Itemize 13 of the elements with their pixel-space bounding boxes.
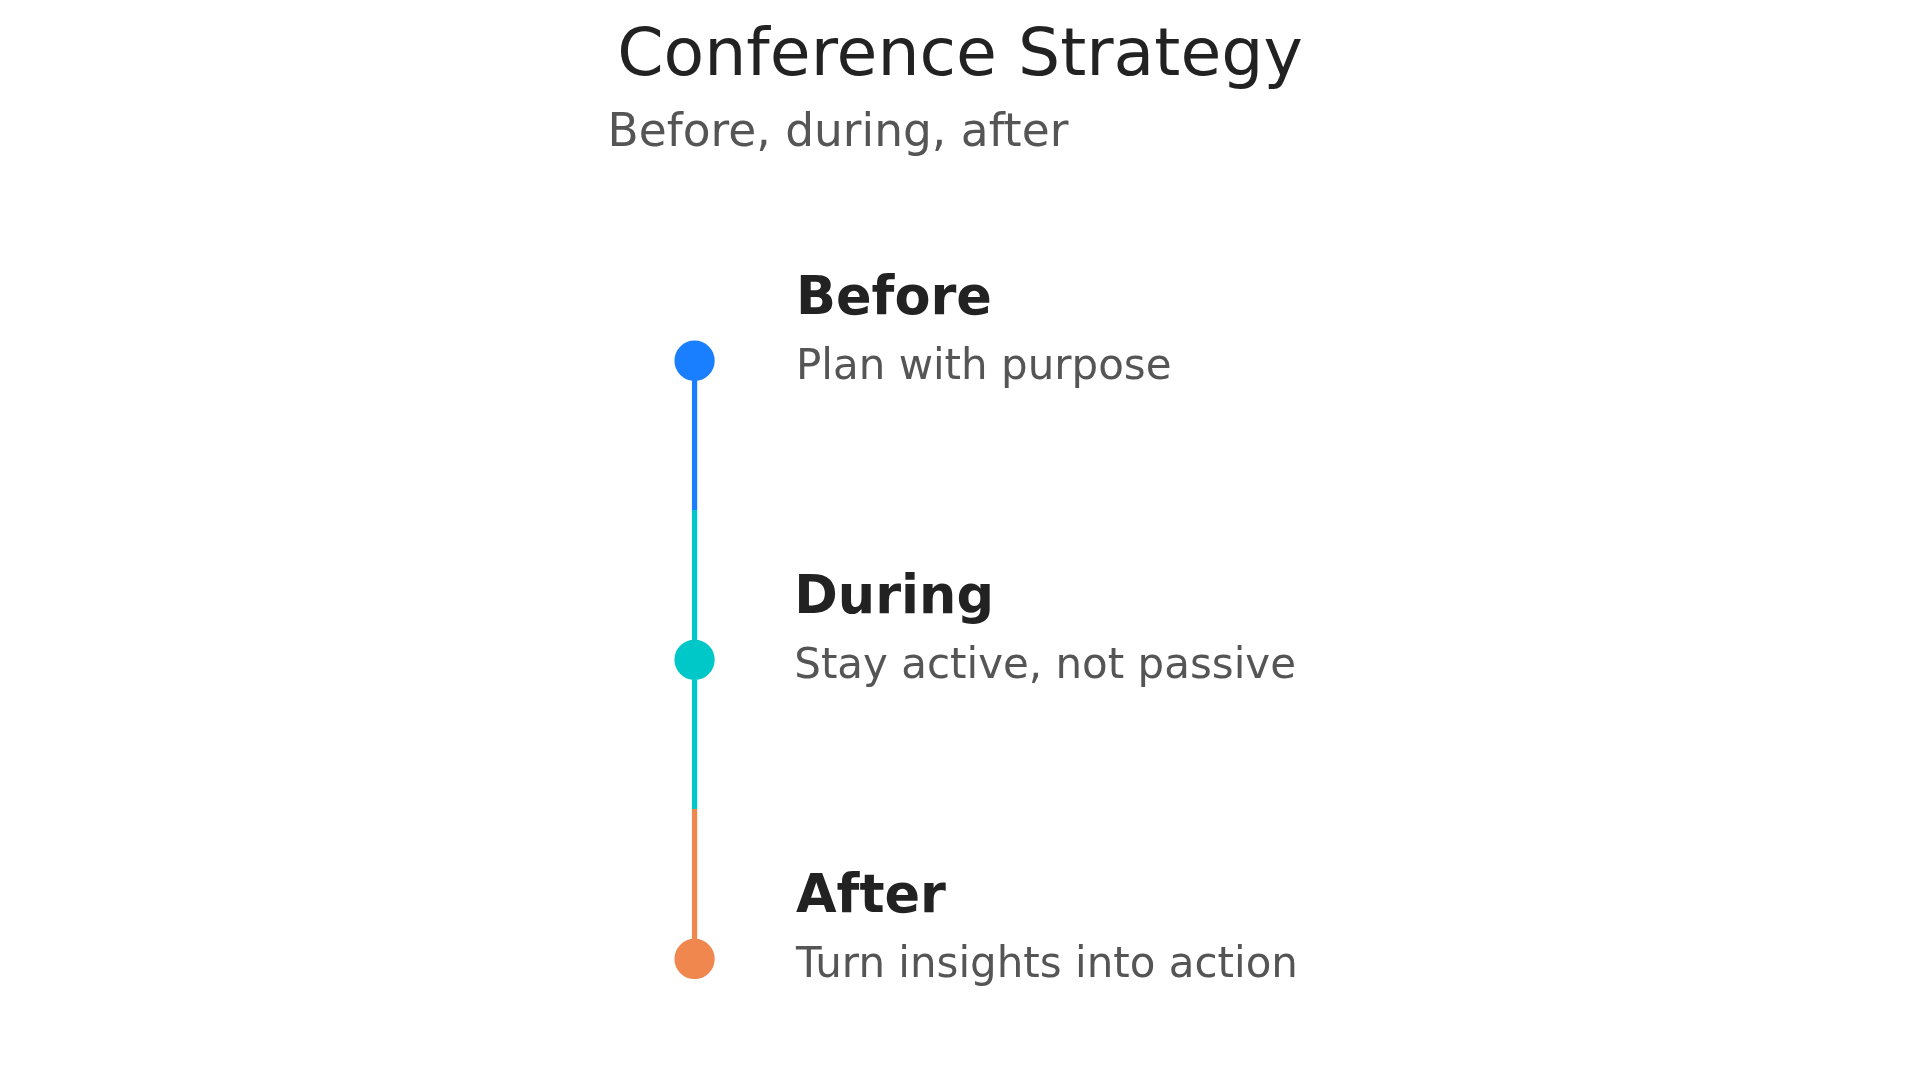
label: Before, during, after [607, 104, 1069, 158]
node-circle [674, 340, 715, 381]
node-label: Before [796, 264, 992, 326]
node-circle [674, 639, 715, 680]
diagram-title: Conference Strategy [617, 13, 1303, 92]
node-label: Turn insights into action [796, 937, 1298, 987]
node-label: Plan with purpose [796, 339, 1172, 389]
node-label: After [796, 862, 946, 924]
connector [691, 679, 698, 940]
connector [691, 380, 698, 641]
node-label: During [794, 563, 994, 625]
node-label: Stay active, not passive [794, 638, 1297, 688]
node-circle [674, 938, 715, 980]
